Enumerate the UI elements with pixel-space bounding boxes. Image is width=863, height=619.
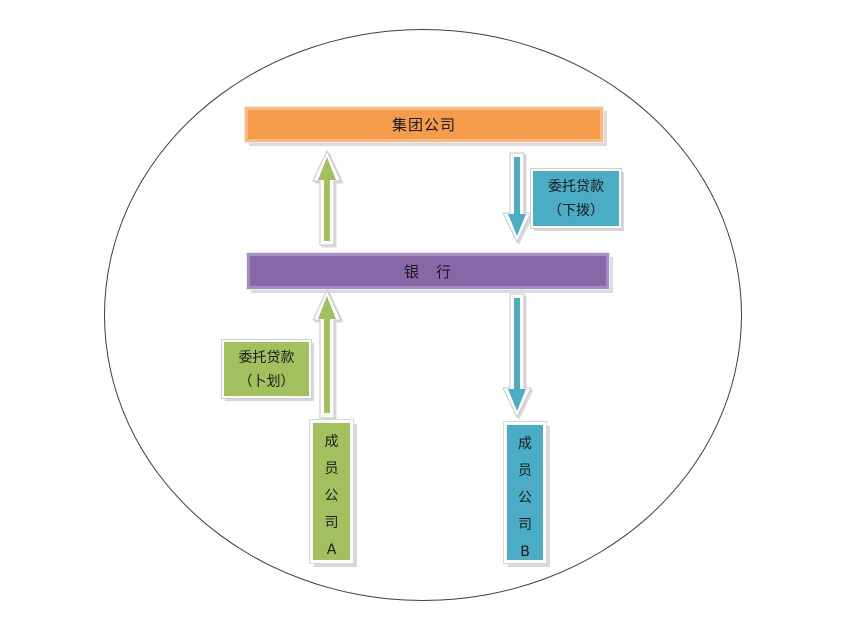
annotation-loan-up-line1: 委托贷款 xyxy=(238,350,295,366)
node-group-company-label: 集团公司 xyxy=(391,116,456,134)
node-bank-label: 银 行 xyxy=(403,262,452,281)
node-member-company-a-label: 成员公司A xyxy=(324,434,339,558)
annotation-loan-down-line2: （下拨） xyxy=(548,203,604,219)
annotation-loan-down-line1: 委托贷款 xyxy=(548,179,604,195)
annotation-loan-down: 委托贷款 （下拨） xyxy=(530,168,622,229)
up-arrow-icon xyxy=(312,289,342,419)
node-member-company-b-label: 成员公司B xyxy=(518,436,532,560)
down-arrow-icon xyxy=(502,152,532,243)
down-arrow-icon xyxy=(502,293,532,418)
node-bank: 银 行 xyxy=(246,252,610,290)
annotation-loan-up: 委托贷款 （卜划） xyxy=(221,339,312,399)
annotation-loan-up-line2: （卜划） xyxy=(238,374,295,390)
boundary-ellipse xyxy=(104,29,742,601)
up-arrow-icon xyxy=(312,150,342,246)
node-group-company: 集团公司 xyxy=(244,106,604,143)
node-member-company-a: 成员公司A xyxy=(309,419,354,564)
node-member-company-b: 成员公司B xyxy=(503,421,547,564)
